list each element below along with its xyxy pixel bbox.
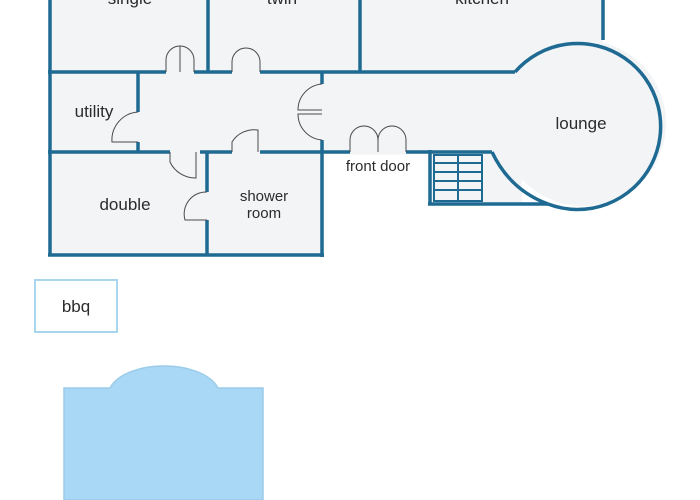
doors	[111, 45, 407, 221]
floor-fill	[50, 0, 666, 255]
pool	[63, 365, 264, 500]
room-label-utility: utility	[75, 102, 114, 121]
room-label-lounge: lounge	[555, 114, 606, 133]
room-label-shower-line1: shower	[240, 188, 288, 205]
room-label-shower-line2: room	[247, 205, 281, 222]
front-door-label: front door	[346, 158, 410, 175]
room-label-single: single	[108, 0, 152, 8]
bbq-area: bbq	[34, 279, 118, 333]
stairs	[433, 154, 483, 202]
room-label-twin: twin	[267, 0, 297, 8]
room-label-double: double	[99, 195, 150, 214]
room-label-kitchen: kitchen	[455, 0, 509, 8]
bbq-label: bbq	[62, 297, 90, 316]
